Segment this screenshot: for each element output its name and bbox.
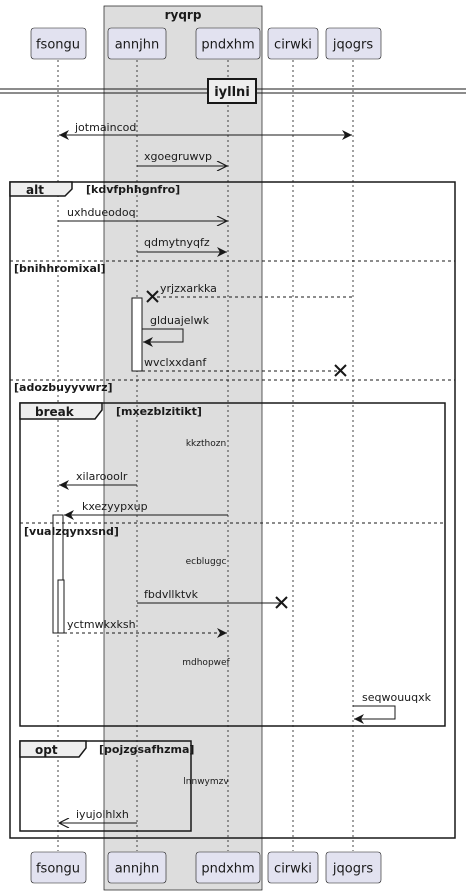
participant-jqogrs-bottom: jqogrs (325, 851, 382, 884)
fragment-opt-frame (19, 740, 192, 832)
svg-text:annjhn: annjhn (115, 862, 160, 877)
participant-cirwki-bottom: cirwki (267, 851, 319, 884)
message-seqwouuqxk-arrow (353, 705, 396, 724)
fragment-break-kind: break (35, 405, 75, 419)
message-xilarooolr-label: xilarooolr (76, 470, 128, 483)
participant-fsongu-bottom: fsongu (30, 851, 87, 884)
fragment-break-frame (19, 402, 446, 727)
svg-text:iyllni: iyllni (214, 85, 250, 100)
fragment-alt-frame (9, 181, 456, 839)
fragment-opt-guard: [pojzgsafhzma] (99, 743, 194, 756)
svg-text:pndxhm: pndxhm (201, 862, 254, 877)
svg-text:jqogrs: jqogrs (332, 38, 373, 53)
fragment-opt-tab (19, 740, 87, 758)
participant-group-label: ryqrp (165, 8, 202, 22)
activation-bar-fsongu-2 (57, 579, 65, 634)
fragment-alt-else-guard-2: [adozbuyyvwrz] (14, 381, 113, 394)
divider-iyllni: iyllni (0, 78, 466, 104)
destroy-mark-annjhn (146, 290, 159, 303)
message-glduajelwk-arrow (142, 328, 184, 347)
svg-text:fsongu: fsongu (36, 862, 80, 877)
fragment-alt-kind: alt (26, 183, 44, 197)
participant-jqogrs-top: jqogrs (325, 27, 382, 60)
fragment-break-guard: [mxezblzitikt] (116, 405, 202, 418)
svg-text:pndxhm: pndxhm (201, 38, 254, 53)
message-jotmaincod-label: jotmaincod (74, 121, 136, 134)
message-yctmwkxksh-label: yctmwkxksh (67, 618, 136, 631)
destroy-mark-cirwki (275, 596, 288, 609)
destroy-mark-jqogrs (334, 364, 347, 377)
message-fbdvllktvk-label: fbdvllktvk (144, 588, 199, 601)
message-glduajelwk-label: glduajelwk (150, 314, 210, 327)
activation-bar-annjhn (131, 297, 143, 372)
participant-fsongu-top: fsongu (30, 27, 87, 60)
message-uxhdueodoq-label: uxhdueodoq (67, 206, 136, 219)
participant-pndxhm-top: pndxhm (195, 27, 261, 60)
note-kkzthozn: kkzthozn (186, 439, 226, 449)
fragment-alt-tab (9, 181, 73, 197)
message-wvclxxdanf-label: wvclxxdanf (144, 356, 207, 369)
participant-annjhn-bottom: annjhn (107, 851, 167, 884)
fragment-alt-guard: [kdvfphhgnfro] (86, 183, 180, 196)
svg-text:cirwki: cirwki (274, 862, 312, 877)
participant-cirwki-top: cirwki (267, 27, 319, 60)
fragment-break-else-guard: [vualzqynxsnd] (24, 525, 119, 538)
fragment-opt-kind: opt (35, 743, 58, 757)
fragment-alt-else-guard-1: [bnihhromixal] (14, 262, 106, 275)
note-mdhopwef: mdhopwef (182, 658, 230, 668)
svg-text:fsongu: fsongu (36, 38, 80, 53)
participant-group-box (103, 5, 263, 891)
message-iyujolhlxh-label: iyujolhlxh (76, 808, 129, 821)
message-qdmytnyqfz-label: qdmytnyqfz (144, 236, 210, 249)
message-kxezyypxup-label: kxezyypxup (82, 500, 148, 513)
svg-text:cirwki: cirwki (274, 38, 312, 53)
svg-text:jqogrs: jqogrs (332, 862, 373, 877)
fragment-break-tab (19, 402, 103, 420)
note-ecbluggc: ecbluggc (186, 557, 227, 567)
svg-text:annjhn: annjhn (115, 38, 160, 53)
note-lnnwymzv: lnnwymzv (183, 777, 229, 787)
participant-pndxhm-bottom: pndxhm (195, 851, 261, 884)
message-seqwouuqxk-label: seqwouuqxk (362, 691, 432, 704)
message-yrjzxarkka-label: yrjzxarkka (160, 282, 217, 295)
message-xgoegruwvp-label: xgoegruwvp (144, 150, 212, 163)
participant-annjhn-top: annjhn (107, 27, 167, 60)
